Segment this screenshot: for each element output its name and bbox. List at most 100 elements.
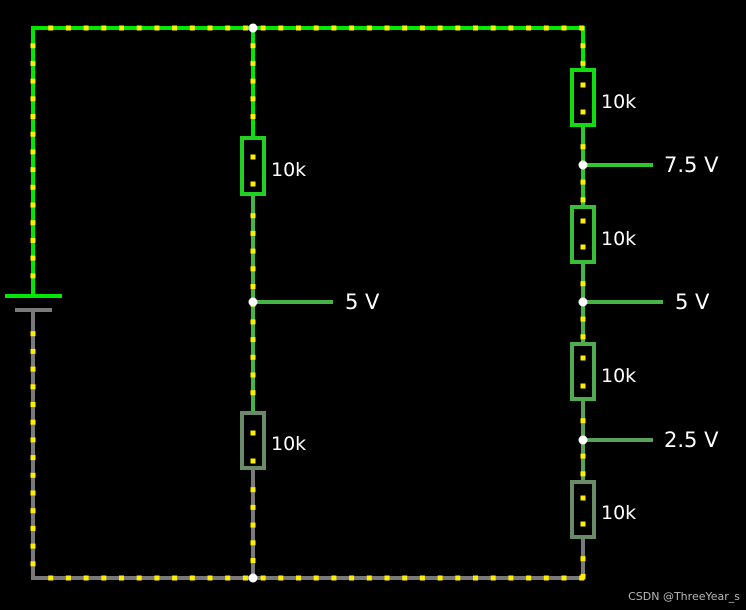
current-dot bbox=[473, 575, 478, 581]
resistor-r5[interactable] bbox=[570, 342, 596, 401]
current-dot bbox=[250, 337, 256, 343]
current-dot bbox=[508, 575, 514, 581]
current-dot bbox=[580, 471, 586, 477]
current-dot bbox=[490, 575, 496, 581]
current-dot bbox=[30, 402, 36, 407]
current-dot bbox=[30, 60, 36, 66]
current-dot bbox=[402, 575, 408, 581]
current-dot bbox=[250, 78, 256, 84]
node-top-junction bbox=[248, 23, 258, 33]
resistor-r6[interactable] bbox=[570, 480, 596, 539]
current-dot bbox=[250, 230, 256, 236]
probe-right-top-label: 7.5 V bbox=[664, 153, 719, 177]
current-dot bbox=[30, 202, 36, 208]
resistor-labels: 10k 10k 10k 10k 10k 10k bbox=[271, 91, 636, 524]
current-dot bbox=[526, 575, 532, 581]
node-bottom-junction bbox=[248, 573, 258, 583]
current-dot bbox=[580, 316, 586, 322]
current-dot bbox=[437, 25, 443, 31]
current-dot bbox=[30, 348, 36, 354]
current-dot bbox=[189, 25, 195, 31]
resistor-r1[interactable] bbox=[240, 136, 266, 196]
current-dot bbox=[30, 366, 36, 372]
current-dot bbox=[250, 522, 256, 528]
node-right-mid-probe bbox=[578, 297, 588, 307]
current-dot bbox=[30, 255, 36, 261]
current-dot bbox=[580, 556, 586, 562]
current-dot bbox=[30, 43, 36, 49]
resistor-r2-label: 10k bbox=[271, 433, 306, 455]
current-dot bbox=[260, 25, 266, 31]
current-dot bbox=[30, 525, 36, 531]
current-dot bbox=[526, 25, 532, 31]
current-dot bbox=[30, 384, 36, 390]
current-dot bbox=[30, 561, 36, 567]
current-dot bbox=[384, 575, 390, 581]
current-dot bbox=[580, 495, 586, 501]
nodes bbox=[248, 23, 588, 583]
voltage-labels: 5 V 7.5 V 5 V 2.5 V bbox=[345, 153, 719, 452]
current-dot bbox=[250, 430, 256, 436]
current-dot bbox=[30, 472, 36, 478]
current-dot bbox=[296, 25, 301, 31]
current-dot bbox=[30, 273, 36, 279]
node-mid-probe bbox=[248, 297, 258, 307]
current-dot bbox=[579, 25, 585, 31]
current-dot bbox=[30, 508, 36, 514]
current-dot bbox=[331, 25, 337, 31]
current-dot bbox=[65, 575, 71, 581]
current-dot bbox=[278, 25, 284, 31]
current-dot bbox=[250, 319, 256, 325]
current-dot bbox=[30, 543, 36, 549]
current-dot bbox=[260, 575, 266, 581]
current-dot bbox=[250, 96, 256, 102]
current-dot bbox=[366, 575, 372, 581]
current-dot bbox=[250, 487, 256, 493]
current-dot bbox=[30, 78, 36, 84]
current-dot bbox=[101, 575, 107, 581]
current-dots bbox=[30, 25, 586, 581]
current-dot bbox=[250, 558, 256, 563]
current-dot bbox=[419, 25, 425, 31]
current-dot bbox=[313, 575, 319, 581]
current-dot bbox=[119, 575, 124, 581]
current-dot bbox=[349, 25, 355, 31]
current-dot bbox=[101, 25, 107, 31]
probe-right-bottom-label: 2.5 V bbox=[664, 428, 719, 452]
current-dot bbox=[136, 575, 142, 581]
probe-mid-label: 5 V bbox=[345, 290, 380, 314]
current-dot bbox=[366, 25, 372, 31]
current-dot bbox=[296, 575, 301, 581]
current-dot bbox=[250, 248, 256, 254]
current-dot bbox=[278, 575, 284, 581]
resistor-r3[interactable] bbox=[570, 68, 596, 127]
current-dot bbox=[250, 60, 256, 66]
node-right-top-probe bbox=[578, 160, 588, 170]
current-dot bbox=[437, 575, 443, 581]
current-dot bbox=[313, 25, 319, 31]
current-dot bbox=[225, 25, 231, 31]
resistor-r6-label: 10k bbox=[601, 502, 636, 524]
watermark: CSDN @ThreeYear_s bbox=[628, 590, 740, 603]
current-dot bbox=[455, 25, 461, 31]
current-dot bbox=[250, 43, 256, 49]
current-dot bbox=[30, 167, 36, 173]
resistor-r2[interactable] bbox=[240, 411, 266, 470]
current-dot bbox=[580, 355, 586, 361]
current-dot bbox=[250, 354, 256, 360]
current-dot bbox=[172, 575, 178, 581]
current-dot bbox=[580, 521, 586, 527]
current-dot bbox=[207, 25, 213, 31]
current-dot bbox=[250, 284, 256, 289]
current-dot bbox=[242, 575, 248, 581]
current-dot bbox=[172, 25, 178, 31]
resistor-r4[interactable] bbox=[570, 205, 596, 264]
current-dot bbox=[580, 60, 586, 66]
current-dot bbox=[65, 25, 71, 31]
current-dot bbox=[250, 458, 256, 464]
current-dot bbox=[419, 575, 425, 581]
current-dot bbox=[580, 109, 586, 115]
current-dot bbox=[250, 266, 256, 272]
